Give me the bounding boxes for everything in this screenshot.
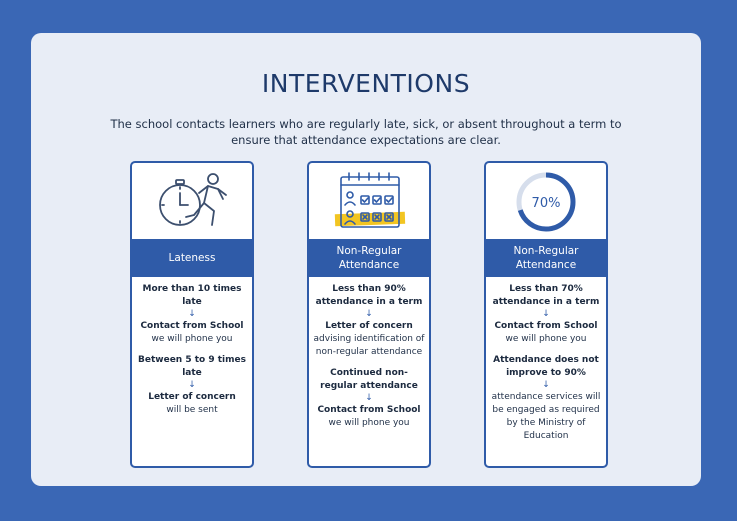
card-heading: Non-Regular Attendance — [486, 239, 606, 277]
step-note: we will phone you — [151, 334, 233, 344]
icon-area — [309, 163, 429, 239]
step-note: we will phone you — [505, 334, 587, 344]
card-heading: Lateness — [132, 239, 252, 277]
down-arrow-icon: ↓ — [188, 309, 196, 319]
steps: Less than 70% attendance in a term ↓ Conta… — [490, 283, 602, 443]
attendance-70-card: 70% Non-Regular Attendance Less than 70%… — [484, 161, 608, 468]
step-note: advising identification of non-regular a… — [313, 334, 425, 357]
step-gap — [490, 346, 602, 354]
step-heading: Letter of concern — [148, 392, 236, 402]
down-arrow-icon: ↓ — [365, 393, 373, 403]
progress-value-label: 70% — [532, 196, 561, 211]
step-note: attendance services will be engaged as r… — [491, 392, 601, 441]
lateness-card: Lateness More than 10 times late ↓ Contact… — [130, 161, 254, 468]
step-heading: Contact from School — [494, 321, 598, 331]
interventions-panel: INTERVENTIONS The school contacts learne… — [31, 33, 701, 486]
icon-area — [132, 163, 252, 239]
page-subtitle: The school contacts learners who are reg… — [110, 117, 622, 147]
non-regular-attendance-card: Non-Regular Attendance Less than 90% att… — [307, 161, 431, 468]
step-gap — [313, 359, 425, 367]
step-note: we will phone you — [328, 418, 410, 428]
step-heading: Contact from School — [140, 321, 244, 331]
icon-area: 70% — [486, 163, 606, 239]
down-arrow-icon: ↓ — [188, 380, 196, 390]
step-heading: Contact from School — [317, 405, 421, 415]
step-heading: Attendance does not improve to 90% — [493, 355, 599, 378]
down-arrow-icon: ↓ — [542, 309, 550, 319]
page-title: INTERVENTIONS — [261, 69, 471, 98]
step-heading: Less than 70% attendance in a term — [492, 284, 600, 307]
step-gap — [136, 346, 248, 354]
running-clock-icon — [159, 173, 227, 226]
step-heading: Less than 90% attendance in a term — [315, 284, 423, 307]
step-heading: More than 10 times late — [142, 284, 242, 307]
steps: Less than 90% attendance in a term ↓ Lette… — [313, 283, 425, 430]
steps: More than 10 times late ↓ Contact from Sch… — [136, 283, 248, 417]
card-heading: Non-Regular Attendance — [309, 239, 429, 277]
calendar-checklist-icon — [334, 172, 406, 228]
step-heading: Letter of concern — [325, 321, 413, 331]
progress-ring-icon: 70% — [516, 172, 576, 232]
down-arrow-icon: ↓ — [365, 309, 373, 319]
down-arrow-icon: ↓ — [542, 380, 550, 390]
step-note: will be sent — [166, 405, 218, 415]
step-heading: Between 5 to 9 times late — [138, 355, 246, 378]
step-heading: Continued non-regular attendance — [320, 368, 418, 391]
